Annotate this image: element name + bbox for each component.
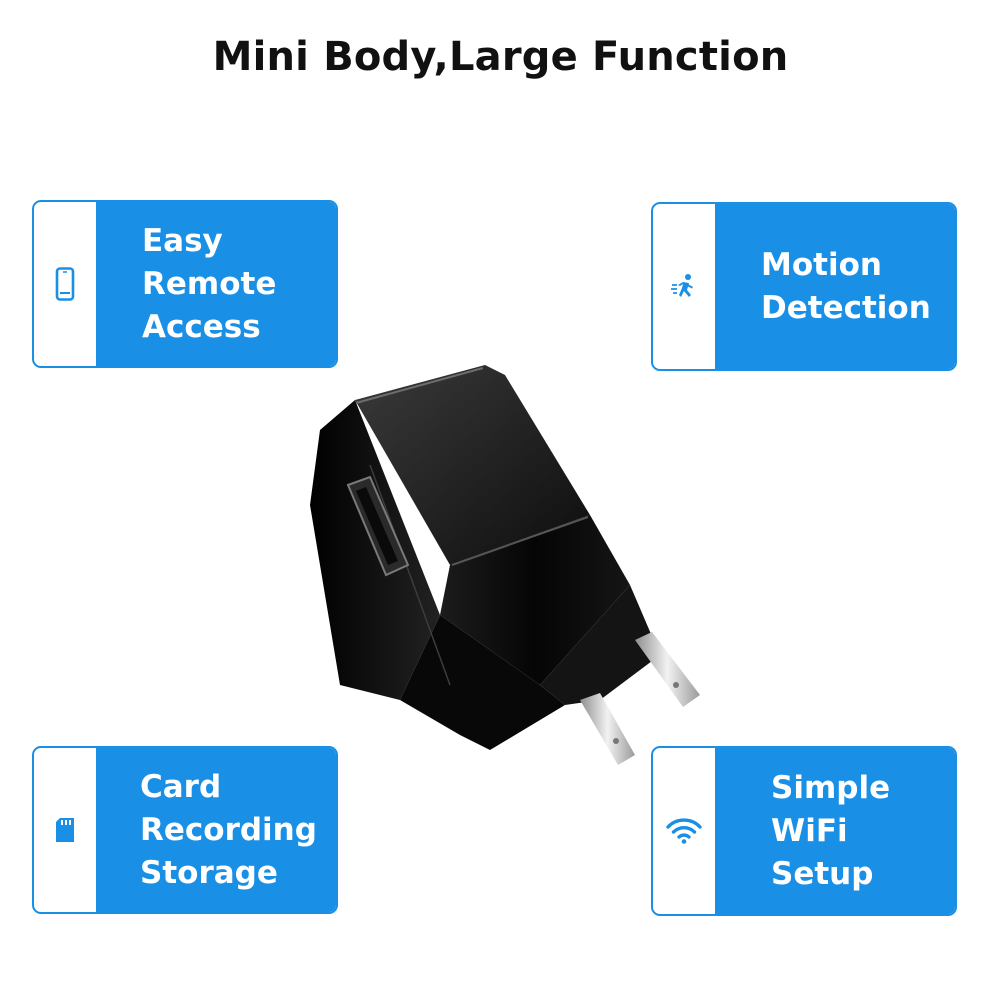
feature-label-line: Motion xyxy=(761,246,882,283)
feature-label-line: Access xyxy=(142,308,261,345)
plug-prong-right xyxy=(635,632,700,707)
feature-label-block: Simple WiFi Setup xyxy=(715,748,955,914)
wifi-icon xyxy=(666,818,702,844)
feature-label-line: Detection xyxy=(761,289,931,326)
feature-label-block: Motion Detection xyxy=(715,204,955,369)
running-person-icon xyxy=(671,273,693,297)
plug-prong-left xyxy=(580,693,635,765)
smartphone-icon xyxy=(55,267,75,301)
feature-icon-cell xyxy=(34,748,96,912)
feature-icon-cell xyxy=(34,202,96,366)
page-headline: Mini Body,Large Function xyxy=(212,34,789,80)
feature-card-simple-wifi-setup: Simple WiFi Setup xyxy=(651,746,957,916)
charger-edge-highlight xyxy=(451,516,589,566)
prong-hole xyxy=(613,738,619,744)
feature-card-motion-detection: Motion Detection xyxy=(651,202,957,371)
usb-port xyxy=(346,475,410,577)
feature-label-line: Card xyxy=(140,768,222,805)
prong-hole xyxy=(673,682,679,688)
feature-label-line: Simple xyxy=(771,769,891,806)
feature-label-line: Storage xyxy=(140,854,278,891)
usb-wall-charger-image xyxy=(310,365,700,765)
feature-label-line: Recording xyxy=(140,811,317,848)
charger-edge-highlight xyxy=(355,367,484,404)
sd-card-icon xyxy=(56,818,74,842)
charger-front-face xyxy=(440,515,630,685)
charger-top-face xyxy=(355,365,590,565)
charger-plug-block xyxy=(400,615,565,750)
feature-label-line: WiFi xyxy=(771,812,848,849)
feature-label-block: Easy Remote Access xyxy=(96,202,336,366)
feature-card-card-recording-storage: Card Recording Storage xyxy=(32,746,338,914)
charger-edge-highlight xyxy=(369,464,451,686)
feature-label-line: Easy xyxy=(142,222,223,259)
feature-icon-cell xyxy=(653,204,715,369)
feature-icon-cell xyxy=(653,748,715,914)
charger-plug-block-front xyxy=(540,585,660,705)
feature-card-remote-access: Easy Remote Access xyxy=(32,200,338,368)
feature-label-line: Remote xyxy=(142,265,277,302)
feature-label-line: Setup xyxy=(771,855,874,892)
feature-label-block: Card Recording Storage xyxy=(96,748,336,912)
